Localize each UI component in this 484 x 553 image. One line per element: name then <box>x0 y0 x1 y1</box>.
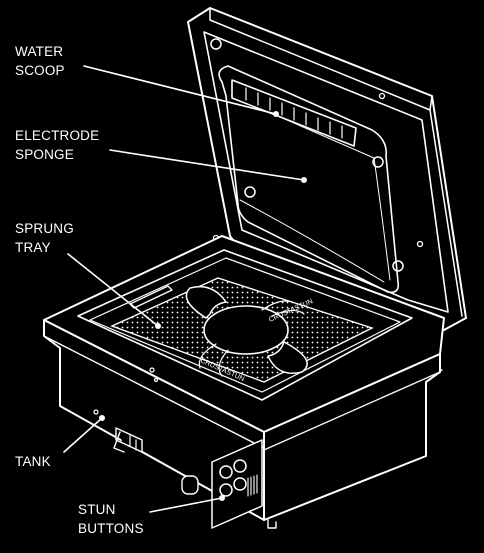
drain-tap <box>113 427 143 453</box>
stun-button <box>233 477 247 491</box>
hose-stub <box>181 475 199 495</box>
electrode-sponge-panel <box>218 65 400 294</box>
label-line: SPRUNG <box>15 221 74 236</box>
lid-frame-edge <box>209 7 463 317</box>
tank-mark <box>93 409 99 415</box>
tank-mark <box>153 377 159 383</box>
tank-well <box>77 249 413 401</box>
label-line: WATER <box>15 44 64 59</box>
leader-electrode-sponge <box>109 149 305 181</box>
lid-fixing <box>244 186 256 198</box>
vent-slots <box>247 474 258 497</box>
leader-water-scoop <box>83 65 277 115</box>
tank-well-inner <box>89 257 401 393</box>
tank-skirt <box>263 371 441 521</box>
leader-dot <box>301 177 307 183</box>
water-scoop-teeth <box>245 87 343 139</box>
drain-tap-detail <box>129 435 137 451</box>
crab-silhouette <box>185 285 308 377</box>
label-line: BUTTONS <box>78 521 144 536</box>
leader-dot <box>273 111 279 117</box>
crab-claw-left <box>185 285 227 319</box>
stun-button <box>219 483 233 497</box>
label-line: SPONGE <box>15 147 74 162</box>
crab-claw-right <box>267 341 308 374</box>
stun-button <box>219 465 233 479</box>
lid-screw <box>416 240 424 248</box>
crab-legs <box>198 300 305 377</box>
lid-fixing <box>392 260 404 272</box>
tank-foot <box>267 519 277 529</box>
label-line: ELECTRODE <box>15 128 100 143</box>
label-line: STUN <box>78 502 116 517</box>
lid-screw <box>378 92 386 100</box>
leader-sprung-tray <box>67 253 159 327</box>
label-line: TRAY <box>15 240 51 255</box>
leader-dot <box>219 495 225 501</box>
lid-fixing <box>372 156 384 168</box>
crab-body <box>203 305 289 355</box>
label-tank: TANK <box>15 452 51 471</box>
label-line: TANK <box>15 454 51 469</box>
label-line: SCOOP <box>15 63 65 78</box>
leader-lines <box>63 65 307 513</box>
stun-button <box>233 459 247 473</box>
control-panel <box>211 439 263 529</box>
label-water-scoop: WATER SCOOP <box>15 42 65 80</box>
label-stun-buttons: STUN BUTTONS <box>78 500 144 538</box>
leader-tank <box>63 417 103 453</box>
leader-dot <box>99 415 105 421</box>
sponge-contour <box>231 95 391 283</box>
label-sprung-tray: SPRUNG TRAY <box>15 219 74 257</box>
lid-fixing <box>210 38 222 50</box>
label-electrode-sponge: ELECTRODE SPONGE <box>15 126 99 164</box>
leader-stun-buttons <box>149 497 223 513</box>
leader-dot <box>155 323 161 329</box>
tank-mark <box>149 367 155 373</box>
